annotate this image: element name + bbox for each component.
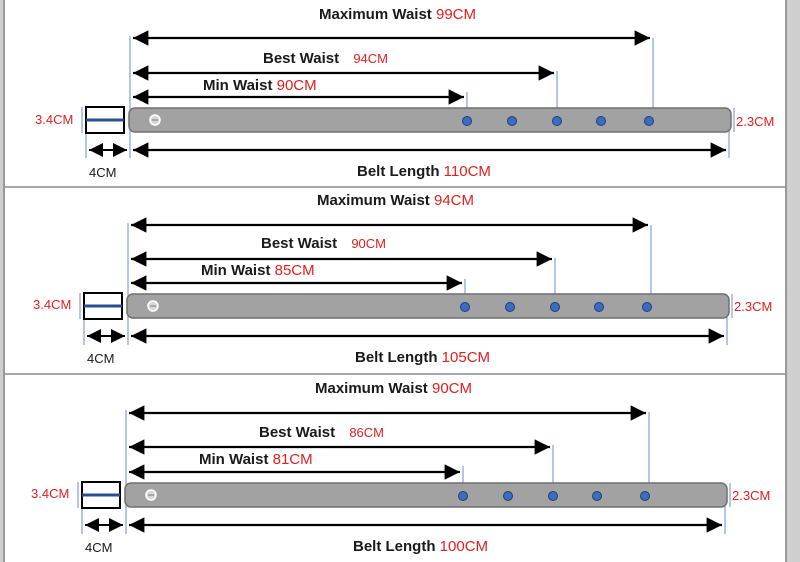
max-waist-value: 94CM xyxy=(433,192,474,209)
belt-length-value: 100CM xyxy=(439,538,489,555)
belt-hole xyxy=(503,491,513,501)
belt-hole xyxy=(507,116,517,126)
buckle-height-label: 3.4CM xyxy=(33,297,72,312)
belt-hole xyxy=(552,116,562,126)
belt-length-label: Belt Length 110CM xyxy=(357,163,491,180)
buckle-height-label: 3.4CM xyxy=(35,112,74,127)
belt-hole xyxy=(458,491,468,501)
belt-hole xyxy=(594,302,604,312)
best-waist-value: 94CM xyxy=(353,51,388,66)
belt-length-label: Belt Length 105CM xyxy=(355,349,491,366)
strap-width-label: 2.3CM xyxy=(736,114,775,129)
best-waist-label: Best Waist 86CM xyxy=(259,424,384,441)
max-waist-label: Maximum Waist 90CM xyxy=(315,380,472,397)
max-waist-label: Maximum Waist 94CM xyxy=(317,192,474,209)
belt-hole xyxy=(505,302,515,312)
min-waist-value: 90CM xyxy=(276,77,317,94)
belt-diagram-1 xyxy=(81,30,735,158)
best-waist-label: Best Waist 94CM xyxy=(263,50,388,67)
belt-hole xyxy=(642,302,652,312)
best-waist-label: Best Waist 90CM xyxy=(261,235,386,252)
max-waist-label: Maximum Waist 99CM xyxy=(319,6,476,23)
min-waist-label: Min Waist 85CM xyxy=(201,262,315,279)
belt-length-value: 105CM xyxy=(441,349,491,366)
buckle-length-label: 4CM xyxy=(85,540,113,555)
belt-hole xyxy=(640,491,650,501)
strap-width-label: 2.3CM xyxy=(734,299,773,314)
belt-panel-1: Maximum Waist 99CM Best Waist 94CM Min W… xyxy=(5,0,785,188)
belt-hole xyxy=(644,116,654,126)
buckle-length-label: 4CM xyxy=(87,351,115,366)
belt-diagram-2 xyxy=(79,217,733,345)
buckle-height-label: 3.4CM xyxy=(31,486,70,501)
best-waist-value: 86CM xyxy=(349,425,384,440)
belt-strap xyxy=(126,293,730,319)
belt-diagram-3 xyxy=(77,405,731,534)
belt-hole xyxy=(550,302,560,312)
min-waist-label: Min Waist 81CM xyxy=(199,451,313,468)
min-waist-value: 85CM xyxy=(274,262,315,279)
belt-strap xyxy=(124,482,728,508)
strap-width-label: 2.3CM xyxy=(732,488,771,503)
belt-length-label: Belt Length 100CM xyxy=(353,538,489,555)
belt-size-chart: Maximum Waist 99CM Best Waist 94CM Min W… xyxy=(3,0,787,562)
belt-hole xyxy=(462,116,472,126)
belt-hole xyxy=(592,491,602,501)
belt-hole xyxy=(460,302,470,312)
best-waist-value: 90CM xyxy=(351,236,386,251)
max-waist-value: 90CM xyxy=(431,380,472,397)
belt-hole xyxy=(596,116,606,126)
belt-panel-2: Maximum Waist 94CM Best Waist 90CM Min W… xyxy=(5,187,785,375)
belt-hole xyxy=(548,491,558,501)
belt-strap xyxy=(128,107,732,133)
buckle-length-label: 4CM xyxy=(89,165,117,180)
min-waist-label: Min Waist 90CM xyxy=(203,77,317,94)
max-waist-value: 99CM xyxy=(435,6,476,23)
min-waist-value: 81CM xyxy=(272,451,313,468)
belt-length-value: 110CM xyxy=(443,163,491,180)
belt-panel-3: Maximum Waist 90CM Best Waist 86CM Min W… xyxy=(5,374,785,562)
